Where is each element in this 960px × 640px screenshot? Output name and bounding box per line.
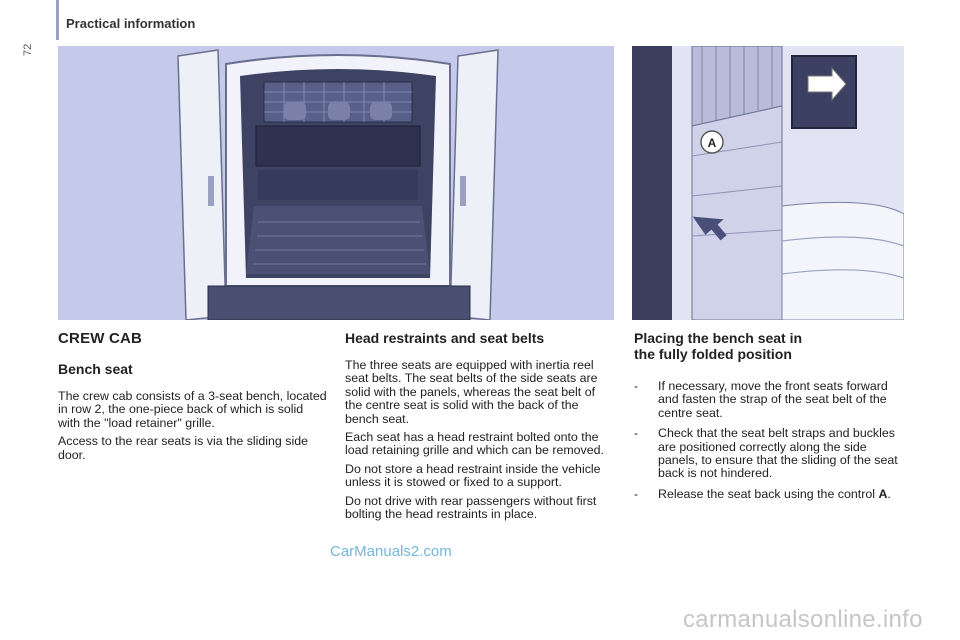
page-number: 72 (22, 43, 34, 56)
bench-seat-illustration: A (632, 46, 904, 320)
cargo-area-illustration (58, 46, 614, 320)
paragraph: Do not store a head restraint inside the… (345, 461, 601, 490)
watermark-small: CarManuals2.com (330, 543, 452, 560)
head-restraints-heading: Head restraints and seat belts (345, 330, 545, 346)
section-title: Practical information (66, 16, 196, 31)
list-item: - Release the seat back using the contro… (634, 486, 904, 501)
paragraph: The three seats are equipped with inerti… (345, 358, 598, 426)
list-item: - If necessary, move the front seats for… (634, 379, 904, 420)
paragraph: Each seat has a head restraint bolted on… (345, 430, 604, 458)
heading-line-2: the fully folded position (634, 346, 792, 362)
paragraph: Do not drive with rear passengers withou… (345, 493, 597, 522)
steps-list: - If necessary, move the front seats for… (634, 379, 904, 501)
list-dash: - (634, 426, 639, 441)
callout-circle (700, 130, 724, 154)
list-dash: - (634, 486, 639, 501)
crew-cab-heading: CREW CAB (58, 330, 143, 347)
folded-position-heading: Placing the bench seat in the fully fold… (634, 330, 904, 362)
step-end: . (887, 486, 891, 501)
step-text: Check that the seat belt straps and buck… (658, 426, 898, 481)
control-letter: A (878, 486, 888, 501)
paragraph: The crew cab consists of a 3-seat bench,… (58, 389, 327, 430)
margin-rule (56, 0, 59, 40)
crew-cab-column: CREW CAB Bench seat The crew cab consist… (58, 330, 328, 467)
step-text: If necessary, move the front seats forwa… (658, 379, 888, 420)
head-restraints-column: Head restraints and seat belts The three… (345, 330, 613, 526)
callout-label: A (708, 136, 717, 150)
list-item: - Check that the seat belt straps and bu… (634, 426, 904, 481)
heading-line-1: Placing the bench seat in (634, 330, 803, 346)
step-text: Release the seat back using the control (658, 486, 875, 501)
bench-seat-heading: Bench seat (58, 361, 133, 377)
bench-seat-photo: A (632, 46, 904, 320)
paragraph: Access to the rear seats is via the slid… (58, 434, 308, 462)
list-dash: - (634, 379, 639, 393)
watermark-large: carmanualsonline.info (683, 606, 923, 633)
folded-position-column: Placing the bench seat in the fully fold… (634, 330, 904, 508)
cargo-area-photo (58, 46, 614, 320)
